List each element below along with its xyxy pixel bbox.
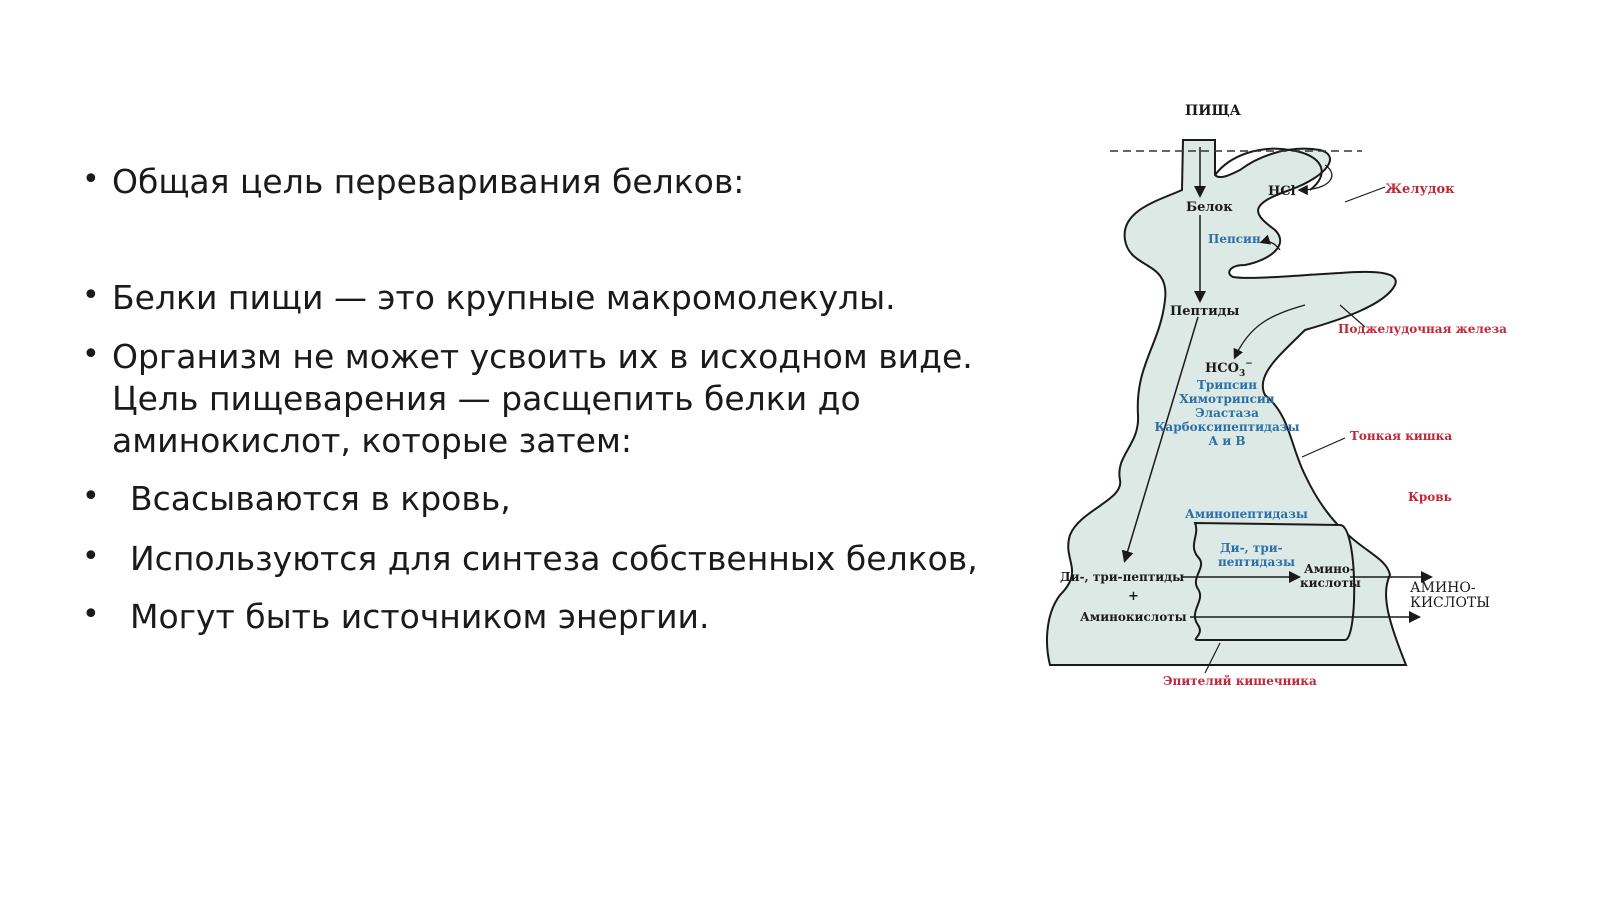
label-di-tri-peptides: Ди-, три-пептиды — [1060, 570, 1184, 584]
label-pepsin: Пепсин — [1208, 232, 1261, 246]
label-amino-acids-out-2: КИСЛОТЫ — [1410, 595, 1490, 611]
label-epithelium: Эпителий кишечника — [1163, 674, 1317, 688]
intestine-leader — [1301, 437, 1346, 458]
bullet-text: Всасываются в кровь, — [130, 479, 511, 518]
bullet-text-line-1: Организм не может усвоить их в исходном … — [112, 337, 973, 376]
label-stomach: Желудок — [1385, 182, 1455, 197]
protein-digestion-diagram: ПИЩА HCl Желудок Белок Пепсин Пептиды По… — [1040, 95, 1540, 715]
bullet-dot: • — [82, 337, 100, 372]
label-amino-acids-cell-2: кислоты — [1300, 576, 1361, 590]
label-elastase: Эластаза — [1195, 406, 1259, 420]
bullet-dot: • — [82, 278, 100, 313]
label-aminopeptidases: Аминопептидазы — [1185, 507, 1308, 521]
stomach-outline — [1214, 147, 1323, 191]
label-chymotrypsin: Химотрипсин — [1179, 392, 1274, 406]
pancreas-leader — [1339, 304, 1366, 328]
bullet-text: Могут быть источником энергии. — [130, 597, 710, 636]
label-protein: Белок — [1186, 200, 1233, 215]
bullet-dot: • — [82, 162, 100, 197]
bullet-dot: • — [82, 539, 100, 574]
bullet-text-line-3: аминокислот, которые затем: — [112, 421, 632, 460]
label-blood: Кровь — [1408, 490, 1452, 504]
stomach-leader — [1344, 186, 1386, 203]
label-a-and-b: А и В — [1208, 434, 1245, 448]
label-small-intestine: Тонкая кишка — [1350, 429, 1452, 443]
bullet-text: Общая цель переваривания белков: — [112, 162, 745, 201]
label-pancreas: Поджелудочная железа — [1338, 322, 1507, 336]
label-plus: + — [1128, 589, 1139, 604]
label-food: ПИЩА — [1185, 103, 1242, 119]
label-trypsin: Трипсин — [1197, 378, 1257, 392]
hcl-arrow — [1297, 164, 1333, 196]
epithelium-leader — [1204, 642, 1221, 674]
label-amino-acids-left: Аминокислоты — [1080, 610, 1187, 624]
pancreas-secretion-arrow — [1233, 304, 1306, 360]
bullet-text: Используются для синтеза собственных бел… — [130, 539, 978, 578]
peptides-to-ditri-arrow — [1121, 316, 1199, 563]
pepsin-arrow — [1259, 234, 1281, 251]
bullet-dot: • — [82, 479, 100, 514]
label-amino-acids-cell-1: Амино- — [1304, 562, 1355, 576]
label-peptides: Пептиды — [1170, 304, 1239, 319]
epithelium-cell — [1192, 521, 1356, 641]
bullet-dot: • — [82, 597, 100, 632]
label-hcl: HCl — [1268, 184, 1296, 199]
bullet-text-line-2: Цель пищеварения — расщепить белки до — [112, 379, 861, 418]
label-hco3: HCO3− — [1205, 359, 1253, 379]
label-ditri-peptidases-2: пептидазы — [1218, 555, 1295, 569]
label-amino-acids-out-1: АМИНО- — [1410, 580, 1476, 596]
label-carboxypeptidases: Карбоксипептидазы — [1155, 420, 1300, 434]
label-ditri-peptidases-1: Ди-, три- — [1220, 541, 1283, 555]
bullet-text: Белки пищи — это крупные макромолекулы. — [112, 278, 896, 317]
